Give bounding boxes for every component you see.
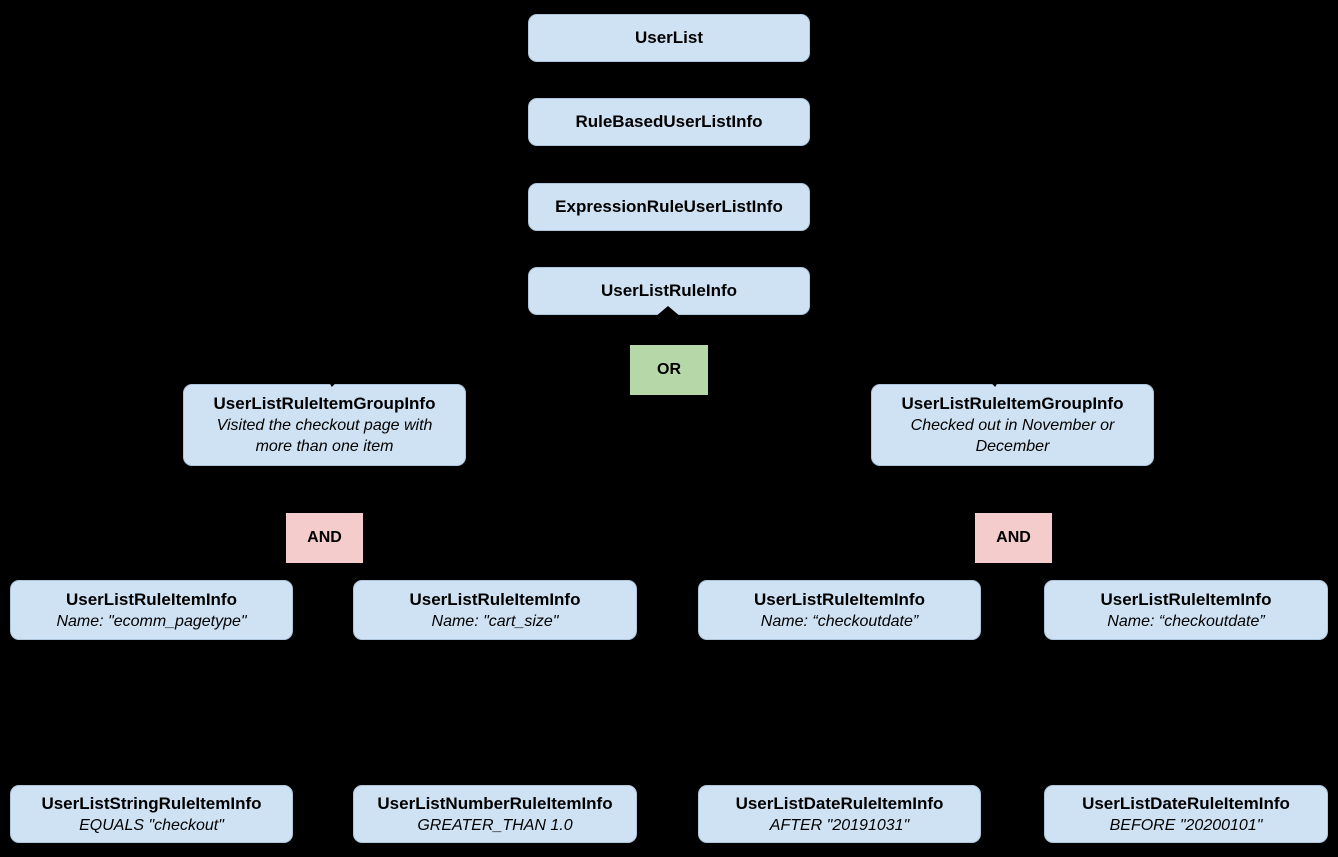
node-ruleitem-cart-size: UserListRuleItemInfo Name: "cart_size" <box>353 580 637 640</box>
node-description: Name: “checkoutdate” <box>1107 612 1265 630</box>
node-dateruleitem-after: UserListDateRuleItemInfo AFTER "20191031… <box>698 785 981 843</box>
node-label: UserListRuleItemInfo <box>1100 589 1272 609</box>
operator-and-right: AND <box>975 513 1052 563</box>
node-description: AFTER "20191031" <box>769 816 910 834</box>
node-label: UserListRuleItemInfo <box>409 589 581 609</box>
node-stringruleitem: UserListStringRuleItemInfo EQUALS "check… <box>10 785 293 843</box>
node-ruleitem-checkoutdate-2: UserListRuleItemInfo Name: “checkoutdate… <box>1044 580 1328 640</box>
node-label: UserListRuleItemGroupInfo <box>213 394 436 413</box>
node-description: BEFORE "20200101" <box>1109 816 1263 834</box>
node-label: UserListRuleItemInfo <box>66 589 237 609</box>
arrowhead-up-icon <box>655 306 681 317</box>
node-label: UserListRuleInfo <box>600 281 738 300</box>
operator-label: OR <box>657 361 681 378</box>
node-ruleitem-checkoutdate-1: UserListRuleItemInfo Name: “checkoutdate… <box>698 580 981 640</box>
node-label: UserListNumberRuleItemInfo <box>377 793 613 813</box>
node-description: GREATER_THAN 1.0 <box>417 816 573 834</box>
node-label: UserList <box>634 28 704 47</box>
node-numberruleitem: UserListNumberRuleItemInfo GREATER_THAN … <box>353 785 637 843</box>
operator-label: AND <box>996 529 1031 546</box>
node-description: Checked out in November or December <box>910 417 1115 455</box>
node-label: UserListDateRuleItemInfo <box>1082 793 1290 813</box>
operator-or: OR <box>630 345 708 395</box>
node-dateruleitem-before: UserListDateRuleItemInfo BEFORE "2020010… <box>1044 785 1328 843</box>
node-group-right: UserListRuleItemGroupInfo Checked out in… <box>871 384 1154 466</box>
node-description: Visited the checkout page with more than… <box>216 417 433 455</box>
node-description: Name: “checkoutdate” <box>760 612 919 630</box>
node-label: UserListRuleItemGroupInfo <box>901 394 1124 413</box>
node-group-left: UserListRuleItemGroupInfo Visited the ch… <box>183 384 466 466</box>
node-ruleitem-ecomm-pagetype: UserListRuleItemInfo Name: "ecomm_pagety… <box>10 580 293 640</box>
node-description: EQUALS "checkout" <box>79 816 224 834</box>
node-label: UserListStringRuleItemInfo <box>41 793 262 813</box>
node-rulebaseduserlistinfo: RuleBasedUserListInfo <box>528 98 810 146</box>
node-label: UserListDateRuleItemInfo <box>735 793 944 813</box>
operator-and-left: AND <box>286 513 363 563</box>
node-userlist: UserList <box>528 14 810 62</box>
node-expressionruleuserlistinfo: ExpressionRuleUserListInfo <box>528 183 810 231</box>
node-label: RuleBasedUserListInfo <box>575 112 763 131</box>
node-label: ExpressionRuleUserListInfo <box>555 197 783 216</box>
node-description: Name: "ecomm_pagetype" <box>56 612 247 630</box>
operator-label: AND <box>307 529 342 546</box>
node-label: UserListRuleItemInfo <box>754 589 925 609</box>
node-description: Name: "cart_size" <box>431 612 559 630</box>
